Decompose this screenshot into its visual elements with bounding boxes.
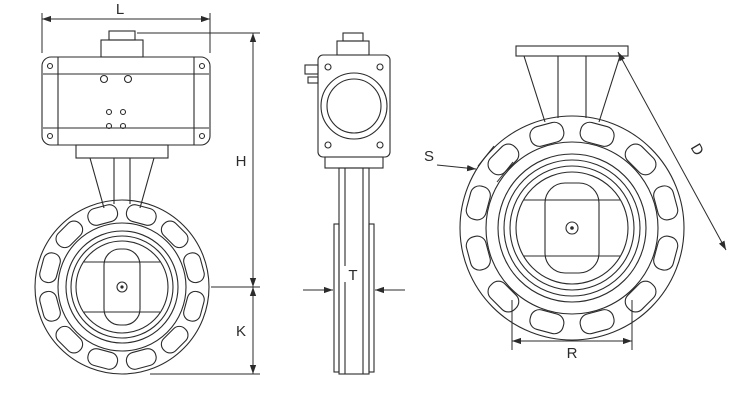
flange-outer-circle xyxy=(34,199,210,375)
dimension-H-K: H K xyxy=(137,32,260,375)
side-view: T xyxy=(303,32,405,375)
dimension-label-k: K xyxy=(236,323,246,340)
flange-edge-right xyxy=(368,223,375,373)
dimension-label-t: T xyxy=(348,267,357,284)
dimension-label-h: H xyxy=(236,153,247,170)
front-view: L H K xyxy=(34,1,260,375)
valve-body-side xyxy=(333,167,375,375)
mounting-bracket xyxy=(75,144,169,209)
actuator-top-cap xyxy=(100,39,144,58)
valve-body-front xyxy=(34,199,210,375)
stem-center xyxy=(116,281,128,293)
flange-edge-left xyxy=(333,223,340,373)
dimension-S: S xyxy=(424,145,514,183)
top-yoke xyxy=(515,45,629,123)
valve-body-face xyxy=(459,115,685,341)
base-plate xyxy=(324,156,384,169)
pneumatic-actuator xyxy=(41,30,211,146)
dimension-L: L xyxy=(41,1,211,53)
actuator-top-nub xyxy=(108,30,136,41)
air-fitting xyxy=(304,64,319,75)
actuator-body xyxy=(41,56,211,146)
dimension-label-d: D xyxy=(687,141,707,159)
dimension-T: T xyxy=(303,266,405,294)
valve-disc xyxy=(544,182,600,274)
dimension-label-s: S xyxy=(424,148,434,165)
stem-center xyxy=(565,221,579,235)
actuator-side xyxy=(304,32,391,169)
dimension-R: R xyxy=(511,300,633,362)
dimension-D: D xyxy=(617,51,727,251)
dimension-label-l: L xyxy=(116,1,124,18)
flange-bolt-slots xyxy=(39,204,205,370)
dimension-label-r: R xyxy=(567,345,578,362)
valve-disc xyxy=(103,248,141,326)
face-view: D S R xyxy=(424,45,727,362)
